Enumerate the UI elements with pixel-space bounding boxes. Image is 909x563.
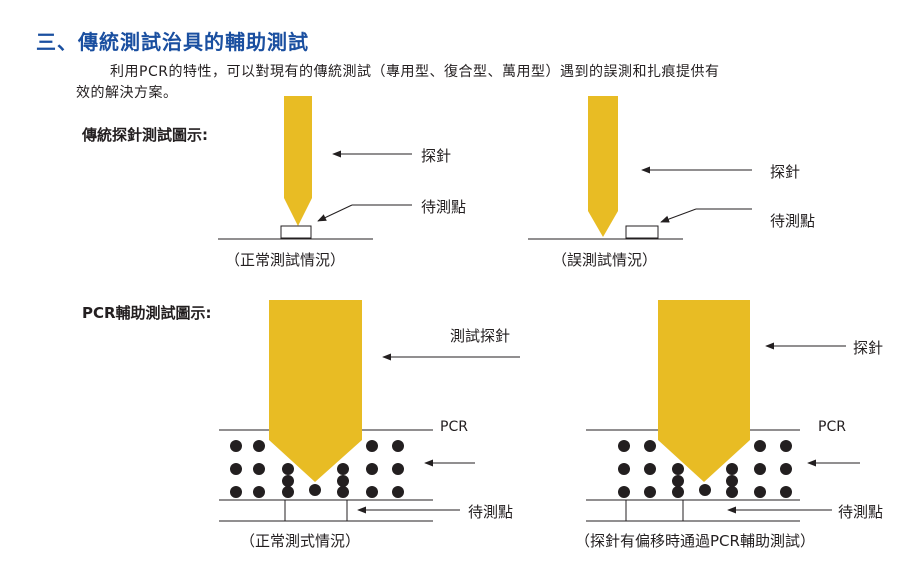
pcr-normal-probe-label: 測試探針 [450, 327, 511, 345]
trad-normal-caption: （正常測試情況） [225, 251, 346, 269]
trad-normal-figure [218, 96, 412, 240]
pcr-title: PCR輔助測試圖示: [82, 304, 212, 322]
intro-paragraph: 利用PCR的特性，可以對現有的傳統測試（專用型、復合型、萬用型）遇到的誤測和扎痕… [76, 62, 892, 104]
pcr-normal-figure [219, 300, 520, 522]
trad-normal-probe [284, 96, 312, 226]
pcr-offset-point-label: 待測點 [838, 503, 884, 521]
traditional-title: 傳統探針測試圖示: [82, 126, 208, 144]
trad-normal-test-point [280, 225, 312, 239]
trad-error-test-point [625, 225, 659, 239]
trad-error-probe-label: 探針 [770, 163, 801, 181]
section-heading: 三、傳統測試治具的輔助測試 [36, 30, 309, 54]
pcr-normal-pcr-label: PCR [440, 419, 468, 435]
intro-line-1: 利用PCR的特性，可以對現有的傳統測試（專用型、復合型、萬用型）遇到的誤測和扎痕… [110, 64, 720, 80]
pcr-normal-point-label: 待測點 [468, 503, 514, 521]
trad-error-figure [528, 96, 752, 240]
pcr-offset-pcr-label: PCR [818, 419, 846, 435]
trad-error-probe [588, 96, 618, 237]
pcr-offset-figure [586, 300, 860, 522]
pcr-normal-caption: （正常測式情況） [240, 532, 361, 550]
pcr-offset-dots [618, 440, 792, 498]
trad-normal-probe-label: 探針 [421, 147, 452, 165]
trad-normal-point-label: 待測點 [421, 198, 467, 216]
pcr-offset-probe [658, 300, 750, 482]
pcr-normal-probe [269, 300, 362, 482]
trad-error-point-label: 待測點 [770, 212, 816, 230]
intro-line-2: 效的解決方案。 [76, 85, 178, 101]
trad-error-caption: （誤測試情況） [552, 251, 658, 269]
pcr-offset-caption: （探針有偏移時通過PCR輔助測試） [575, 532, 815, 550]
pcr-offset-probe-label: 探針 [853, 339, 884, 357]
